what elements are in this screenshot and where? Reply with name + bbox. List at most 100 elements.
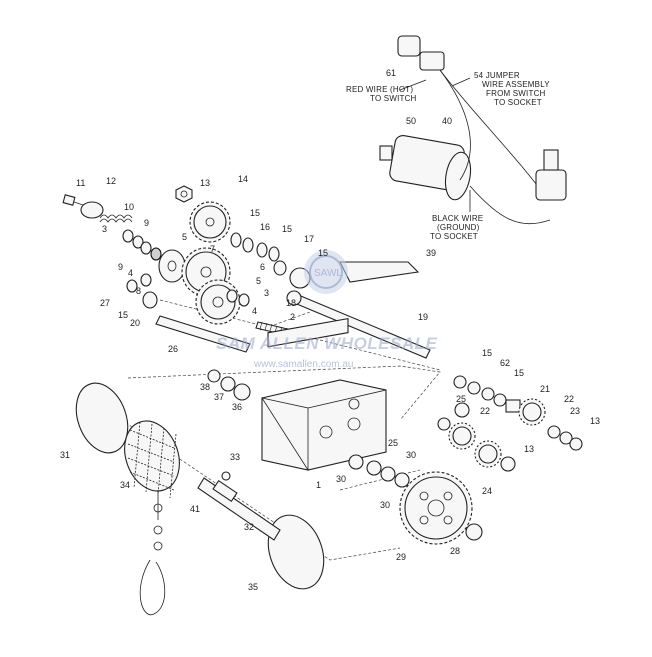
callouts: 11 12 13 14 10 9 9 3 5 7 15 16 15 4 8 27… xyxy=(60,68,600,592)
part-14-sprocket xyxy=(189,201,231,243)
part-39-bracket xyxy=(339,261,420,283)
part-21-gear xyxy=(518,398,546,426)
part-16-washer xyxy=(242,237,254,253)
callout: 22 xyxy=(480,406,490,416)
watermark-url: www.samallen.com.au xyxy=(253,359,353,370)
callout: 9 xyxy=(144,218,149,228)
callout: 15 xyxy=(318,248,328,258)
callout: 12 xyxy=(106,176,116,186)
callout: 15 xyxy=(118,310,128,320)
part-35-drum-plate xyxy=(267,514,325,590)
callout: 40 xyxy=(442,116,452,126)
part-30-washer xyxy=(394,472,410,488)
callout: 33 xyxy=(230,452,240,462)
callout: 13 xyxy=(524,444,534,454)
jumper-label-line-2: WIRE ASSEMBLY xyxy=(482,80,550,89)
callout: 14 xyxy=(238,174,248,184)
shafts xyxy=(155,260,431,359)
callout: 3 xyxy=(102,224,107,234)
part-9-washer xyxy=(140,241,152,255)
part-50-pinion xyxy=(379,145,393,161)
callout: 8 xyxy=(136,286,141,296)
part-1-frame xyxy=(261,317,387,472)
lower-left-washers xyxy=(207,369,251,401)
part-17-gear xyxy=(286,290,302,306)
callout: 31 xyxy=(60,450,70,460)
callout: 5 xyxy=(256,276,261,286)
callout: 15 xyxy=(514,368,524,378)
part-29-gear xyxy=(399,471,473,545)
callout: 1 xyxy=(316,480,321,490)
callout: 17 xyxy=(304,234,314,244)
jumper-label-line-3: FROM SWITCH xyxy=(486,89,546,98)
part-24-gear xyxy=(474,440,502,468)
part-30-washer xyxy=(348,454,364,470)
callout: 32 xyxy=(244,522,254,532)
part-11-hub xyxy=(80,201,104,219)
callout: 16 xyxy=(260,222,270,232)
callout: 61 xyxy=(386,68,396,78)
callout: 15 xyxy=(482,348,492,358)
callout: 30 xyxy=(336,474,346,484)
callout: 6 xyxy=(260,262,265,272)
part-61-plug xyxy=(397,35,445,71)
callout: 26 xyxy=(168,344,178,354)
part-15-washer xyxy=(273,260,287,276)
callout: 15 xyxy=(282,224,292,234)
callout: 11 xyxy=(76,178,85,188)
callout: 38 xyxy=(200,382,210,392)
part-41-key xyxy=(212,479,238,503)
callout: 9 xyxy=(118,262,123,272)
watermark: SAWL SAM ALLEN WHOLESALE www.samallen.co… xyxy=(216,250,438,370)
callout: 4 xyxy=(128,268,133,278)
upper-gear-train xyxy=(62,185,280,325)
part-38-nut xyxy=(207,369,221,383)
callout: 3 xyxy=(264,288,269,298)
part-28-nut xyxy=(465,523,483,541)
callout: 25 xyxy=(388,438,398,448)
part-31-drum-plate xyxy=(75,382,129,454)
callout: 19 xyxy=(418,312,428,322)
callout: 30 xyxy=(406,450,416,460)
part-9-washer xyxy=(132,235,144,249)
callout: 24 xyxy=(482,486,492,496)
part-32-drum-shaft xyxy=(197,471,281,541)
right-gear-train xyxy=(437,375,583,472)
callout: 13 xyxy=(590,416,600,426)
jumper-label-line-4: TO SOCKET xyxy=(494,98,542,107)
callout: 27 xyxy=(100,298,110,308)
part-4-washer xyxy=(238,293,250,307)
part-25-bushing xyxy=(454,402,470,418)
black-wire-label-line-3: TO SOCKET xyxy=(430,232,478,241)
part-15-washer xyxy=(453,375,467,389)
callout: 34 xyxy=(120,480,130,490)
red-wire-label-line-2: TO SWITCH xyxy=(370,94,417,103)
callout: 30 xyxy=(380,500,390,510)
part-26-shaft xyxy=(155,315,251,353)
callout: 41 xyxy=(190,504,200,514)
callout: 50 xyxy=(406,116,416,126)
callout: 35 xyxy=(248,582,258,592)
part-15-washer xyxy=(268,246,280,262)
part-13-nut xyxy=(569,437,583,451)
lower-middle-washers xyxy=(348,454,410,488)
callout: 25 xyxy=(456,394,466,404)
callout: 7 xyxy=(210,244,215,254)
watermark-brand: SAM ALLEN WHOLESALE xyxy=(216,334,438,353)
callout: 2 xyxy=(290,312,295,322)
callout: 36 xyxy=(232,402,242,412)
part-12-bolt xyxy=(62,194,87,207)
red-wire xyxy=(439,69,471,181)
black-wire xyxy=(469,185,551,224)
watermark-logo-text: SAWL xyxy=(314,268,342,279)
part-10-spring xyxy=(99,214,133,223)
part-9-washer xyxy=(122,229,134,243)
part-15-washer xyxy=(230,232,242,248)
part-22-gear xyxy=(448,422,476,450)
red-wire-label-line-1: RED WIRE (HOT) xyxy=(346,85,413,94)
callout: 21 xyxy=(540,384,550,394)
part-15-washer xyxy=(256,242,268,258)
black-wire-label-line-1: BLACK WIRE xyxy=(432,214,483,223)
